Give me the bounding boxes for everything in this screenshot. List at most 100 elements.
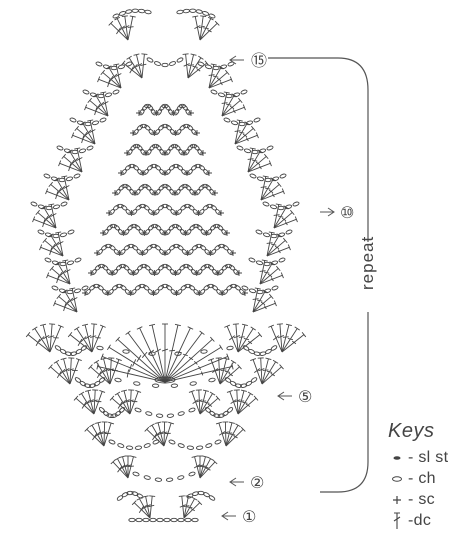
chain-stitch	[165, 184, 172, 191]
dc-stitch	[281, 324, 290, 353]
sc-stitch	[230, 250, 236, 256]
dc-top-bar	[264, 153, 269, 160]
dc-stitch	[260, 179, 274, 201]
dc-top-bar	[97, 76, 101, 83]
chain-stitch	[104, 243, 112, 249]
sc-stitch	[112, 190, 118, 196]
dc-cross-bar	[258, 368, 265, 372]
chain-stitch	[200, 228, 207, 236]
dc-stitch	[87, 390, 95, 415]
chain-stitch	[112, 13, 120, 19]
chain-stitch	[184, 283, 192, 289]
chain-stitch	[226, 345, 234, 351]
sc-stitch	[153, 110, 160, 116]
dc-stitch	[63, 156, 83, 173]
dc-stitch	[108, 67, 122, 89]
dc-cross-bar	[243, 338, 250, 341]
chain-stitch	[137, 8, 146, 14]
dc-top-bar	[106, 344, 111, 351]
sc-stitch	[184, 170, 190, 176]
chain-stitch	[168, 439, 176, 445]
dc-cross-bar	[81, 401, 87, 409]
chain-stitch	[141, 183, 149, 189]
dc-stitch	[225, 425, 239, 447]
dc-cross-bar	[183, 63, 190, 67]
dc-cross-bar	[69, 159, 75, 167]
chain-stitch	[97, 93, 105, 99]
dc-cross-bar	[238, 400, 245, 402]
dc-top-bar	[61, 175, 68, 178]
dc-cross-bar	[205, 467, 211, 471]
chain-stitch	[153, 61, 162, 66]
dc-top-bar	[82, 323, 89, 327]
dc-top-bar	[114, 16, 121, 21]
dc-cross-bar	[144, 504, 151, 509]
chain-stitch	[165, 228, 171, 236]
chain-stitch	[59, 261, 67, 267]
chain-stitch	[135, 517, 143, 523]
chain-stitch	[152, 439, 160, 445]
dc-stitch	[199, 18, 212, 41]
dc-cross-bar	[115, 73, 122, 78]
dc-stitch	[151, 425, 165, 447]
dc-cross-bar	[262, 369, 269, 371]
dc-top-bar	[277, 181, 282, 188]
chain-stitch	[158, 184, 165, 191]
dc-cross-bar	[64, 269, 71, 274]
chain-stitch	[122, 349, 130, 354]
dc-cross-bar	[63, 368, 70, 373]
dc-stitch	[164, 332, 203, 383]
chain-stitch	[123, 264, 130, 271]
chain-stitch	[97, 284, 104, 291]
chain-stitch	[171, 223, 179, 229]
dc-stitch	[164, 356, 229, 383]
dc-top-bar	[187, 326, 194, 330]
dc-stitch	[91, 326, 104, 353]
dc-cross-bar	[56, 187, 62, 195]
sc-stitch	[150, 210, 157, 216]
round-2-label: ②	[250, 473, 264, 492]
dc-top-bar	[198, 55, 204, 60]
chain-stitch	[185, 108, 191, 116]
dc-top-bar	[268, 231, 275, 234]
round-10-label: ⑩	[340, 203, 354, 222]
sc-stitch	[236, 270, 242, 276]
dc-stitch	[82, 123, 96, 145]
chain-stitch	[96, 345, 104, 351]
chain-stitch	[169, 268, 176, 276]
dc-cross-bar	[127, 399, 134, 403]
dc-stitch	[219, 358, 227, 385]
dc-stitch	[111, 397, 131, 415]
chain-stitch	[78, 148, 87, 154]
chain-stitch	[159, 248, 165, 256]
dc-stitch	[128, 57, 143, 79]
chain-stitch	[179, 124, 186, 131]
chain-stitch	[125, 445, 134, 450]
chain-stitch	[154, 376, 176, 384]
chain-stitch	[168, 224, 175, 231]
dc-stitch	[218, 358, 221, 385]
dc-stitch	[69, 151, 83, 173]
dc-top-bar	[204, 60, 210, 66]
chain-stitch	[159, 148, 165, 156]
dc-cross-bar	[99, 368, 106, 375]
dc-top-bar	[225, 69, 230, 76]
dc-stitch	[185, 54, 189, 79]
sc-stitch	[218, 210, 224, 216]
chain-stitch	[222, 410, 229, 417]
chain-stitch	[82, 89, 90, 95]
chain-stitch	[253, 351, 261, 356]
dc-top-bar	[100, 353, 104, 360]
dc-top-bar	[197, 500, 203, 506]
chain-stitch	[217, 413, 225, 418]
chain-stitch	[136, 264, 144, 271]
chain-stitch	[132, 164, 140, 171]
chain-stitch	[130, 144, 137, 151]
dc-top-bar	[281, 188, 285, 195]
chain-stitch	[215, 208, 221, 216]
dc-stitch	[234, 128, 254, 145]
dc-cross-bar	[216, 77, 222, 82]
dc-top-bar	[210, 336, 215, 342]
dc-top-bar	[45, 188, 49, 195]
dc-top-bar	[25, 331, 31, 338]
